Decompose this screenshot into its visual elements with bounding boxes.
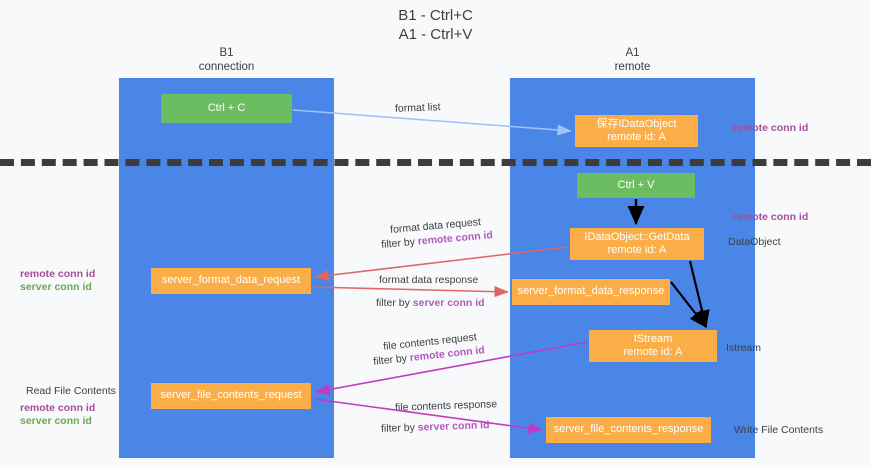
annotation-left-server-conn-id-1: server conn id [20,281,92,293]
swimlane-header-a1-name: A1 [625,47,640,59]
arrow-format-data-request [314,246,569,281]
arrow-format-list [292,109,572,136]
annotation-left-server-conn-id-2: server conn id [20,415,92,427]
arrow-getdata-down [688,260,710,329]
box-istream[interactable]: IStream remote id: A [589,330,717,362]
box-idataobject-remote-title: 保存IDataObject [596,117,677,130]
swimlane-header-b1-name: B1 [219,47,234,59]
box-idataobject-getdata-title: IDataObject::GetData [584,230,690,243]
box-server-format-data-response[interactable]: server_format_data_response [512,279,670,305]
title-line-2: A1 - Ctrl+V [398,26,473,43]
filter-prefix: filter by [376,297,413,309]
box-idataobject-getdata-id: remote id: A [607,244,667,256]
box-istream-id: remote id: A [623,346,683,358]
annotation-left-remote-conn-id-1: remote conn id [20,268,96,280]
annotation-data-object: DataObject [728,236,781,248]
box-idataobject-remote-id: remote id: A [607,131,666,143]
box-server-file-contents-response[interactable]: server_file_contents_response [546,417,711,443]
arrow-file-contents-response [313,398,543,434]
swimlane-header-a1-role: remote [614,61,651,73]
title-line-1: B1 - Ctrl+C [398,7,473,24]
annotation-remote-conn-id-top: remote conn id [733,122,809,134]
box-istream-title: IStream [633,332,673,345]
box-ctrl-v-label: Ctrl + V [617,178,655,191]
swimlane-header-a1: A1 remote [510,46,755,74]
box-server-format-data-response-label: server_format_data_response [517,285,665,298]
box-server-format-data-request-label: server_format_data_request [161,274,301,287]
phase-divider [0,159,871,166]
swimlane-header-b1: B1 connection [119,46,334,74]
arrow-format-data-response [312,286,509,298]
box-ctrl-c-label: Ctrl + C [207,101,246,114]
box-server-file-contents-request-label: server_file_contents_request [160,389,302,402]
annotation-write-file-contents: Write File Contents [734,424,824,436]
box-idataobject-remote[interactable]: 保存IDataObject remote id: A [575,115,698,147]
flow-label-format-data-response-filter: filter by server conn id [376,296,485,310]
filter-key: server conn id [412,297,485,309]
box-server-file-contents-request[interactable]: server_file_contents_request [151,383,311,409]
flow-label-format-data-response: format data response [379,274,479,286]
swimlane-header-b1-role: connection [198,61,255,73]
page-title: B1 - Ctrl+C A1 - Ctrl+V [0,6,871,44]
annotation-remote-conn-id-mid: remote conn id [733,211,809,223]
arrow-file-contents-request [315,341,588,396]
box-server-format-data-request[interactable]: server_format_data_request [151,268,311,294]
box-ctrl-c[interactable]: Ctrl + C [161,94,292,123]
box-server-file-contents-response-label: server_file_contents_response [553,423,704,436]
annotation-istream: Istream [726,342,762,354]
box-idataobject-getdata[interactable]: IDataObject::GetData remote id: A [570,228,704,260]
annotation-left-remote-conn-id-2: remote conn id [20,402,96,414]
box-ctrl-v[interactable]: Ctrl + V [577,173,695,198]
annotation-read-file-contents: Read File Contents [26,385,116,397]
